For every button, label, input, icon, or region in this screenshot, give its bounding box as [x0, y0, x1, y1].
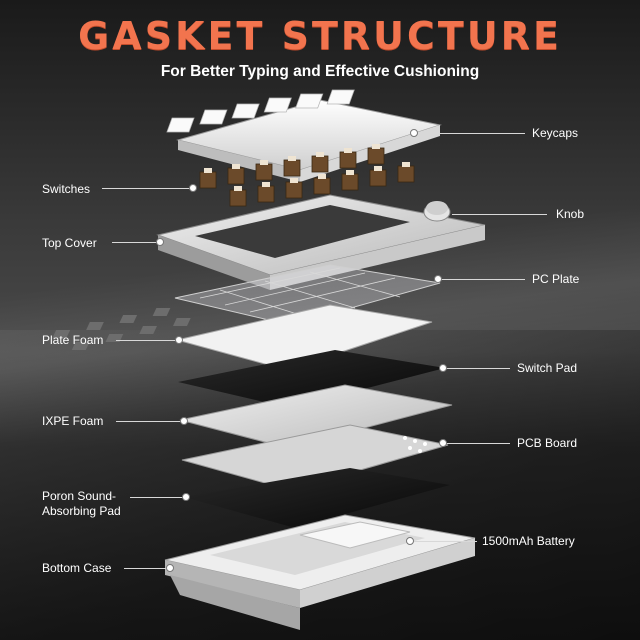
switches-leader: [102, 188, 190, 189]
ixpe-foam-layer: [179, 384, 453, 449]
poron-pad-layer: [184, 468, 450, 528]
page-title: GASKET STRUCTURE: [78, 14, 562, 58]
bottom-case-layer: [164, 514, 476, 630]
knob-leader: [452, 214, 547, 215]
battery-dot: [406, 537, 414, 545]
battery-leader: [412, 541, 477, 542]
keycaps-leader: [415, 133, 525, 134]
ixpe-foam-leader: [116, 421, 182, 422]
top-cover-layer: [156, 194, 486, 290]
label-keycaps: Keycaps: [532, 126, 579, 140]
label-pcb-board: PCB Board: [517, 436, 578, 450]
label-knob: Knob: [556, 207, 585, 221]
label-plate-foam: Plate Foam: [42, 333, 104, 347]
plate-foam-layer: [52, 304, 433, 371]
top-cover-dot: [156, 238, 164, 246]
pc-plate-leader: [440, 279, 525, 280]
page-subtitle: For Better Typing and Effective Cushioni…: [160, 63, 480, 80]
ixpe-foam-dot: [180, 417, 188, 425]
label-ixpe-foam: IXPE Foam: [42, 414, 104, 428]
switches-layer: [199, 147, 415, 207]
label-top-cover: Top Cover: [42, 236, 97, 250]
pcb-board-layer: [181, 424, 449, 491]
label-battery: 1500mAh Battery: [482, 534, 575, 548]
switch-pad-dot: [439, 364, 447, 372]
bottom-case-dot: [166, 564, 174, 572]
switch-pad-leader: [445, 368, 510, 369]
label-switch-pad: Switch Pad: [517, 361, 578, 375]
switch-pad-layer: [178, 350, 445, 408]
switches-dot: [189, 184, 197, 192]
label-bottom-case: Bottom Case: [42, 561, 112, 575]
pcb-board-dot: [439, 439, 447, 447]
label-switches: Switches: [42, 182, 91, 196]
poron-pad-dot: [182, 493, 190, 501]
label-poron-pad: Poron Sound-Absorbing Pad: [42, 489, 121, 518]
bottom-case-leader: [124, 568, 168, 569]
plate-foam-leader: [116, 340, 178, 341]
pc-plate-dot: [434, 275, 442, 283]
top-cover-leader: [112, 242, 158, 243]
keycaps-dot: [410, 129, 418, 137]
poron-pad-leader: [130, 497, 184, 498]
plate-foam-dot: [175, 336, 183, 344]
label-pc-plate: PC Plate: [532, 272, 580, 286]
pcb-board-leader: [445, 443, 510, 444]
